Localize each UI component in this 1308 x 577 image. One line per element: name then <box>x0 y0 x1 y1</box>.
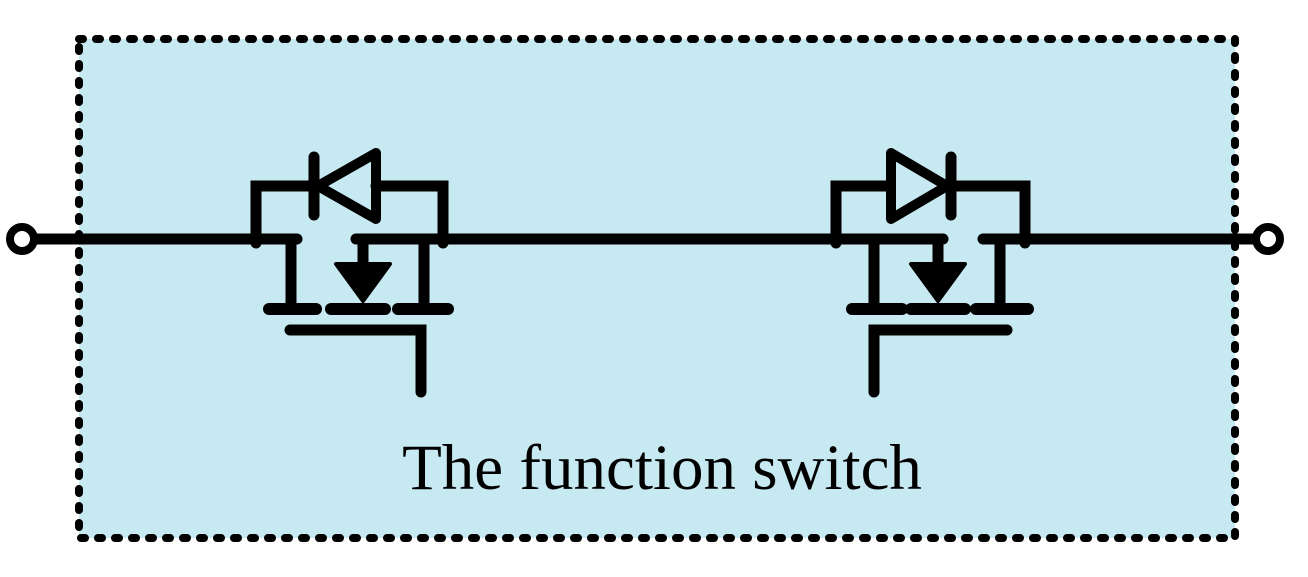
mosfet-right-symbol <box>830 148 1034 398</box>
diode-loop-right-arm <box>370 180 449 249</box>
diagram-label: The function switch <box>402 432 922 504</box>
mosfet-left-symbol <box>250 148 454 398</box>
gate-lead <box>868 324 1013 398</box>
function-switch-boundary-box <box>75 35 1239 542</box>
diode-triangle-icon <box>313 148 381 224</box>
diode-loop-right-arm <box>950 180 1031 249</box>
circuit-lines <box>6 148 1284 398</box>
diode-loop-left-arm <box>250 180 315 249</box>
gate-lead <box>284 324 427 398</box>
body-arrow-head-icon <box>334 262 392 303</box>
body-arrow-head-icon <box>909 262 967 303</box>
left-terminal-icon <box>6 223 38 255</box>
diode-triangle-icon <box>886 148 952 224</box>
right-terminal-icon <box>1252 223 1284 255</box>
diode-loop-left-arm <box>830 180 895 249</box>
